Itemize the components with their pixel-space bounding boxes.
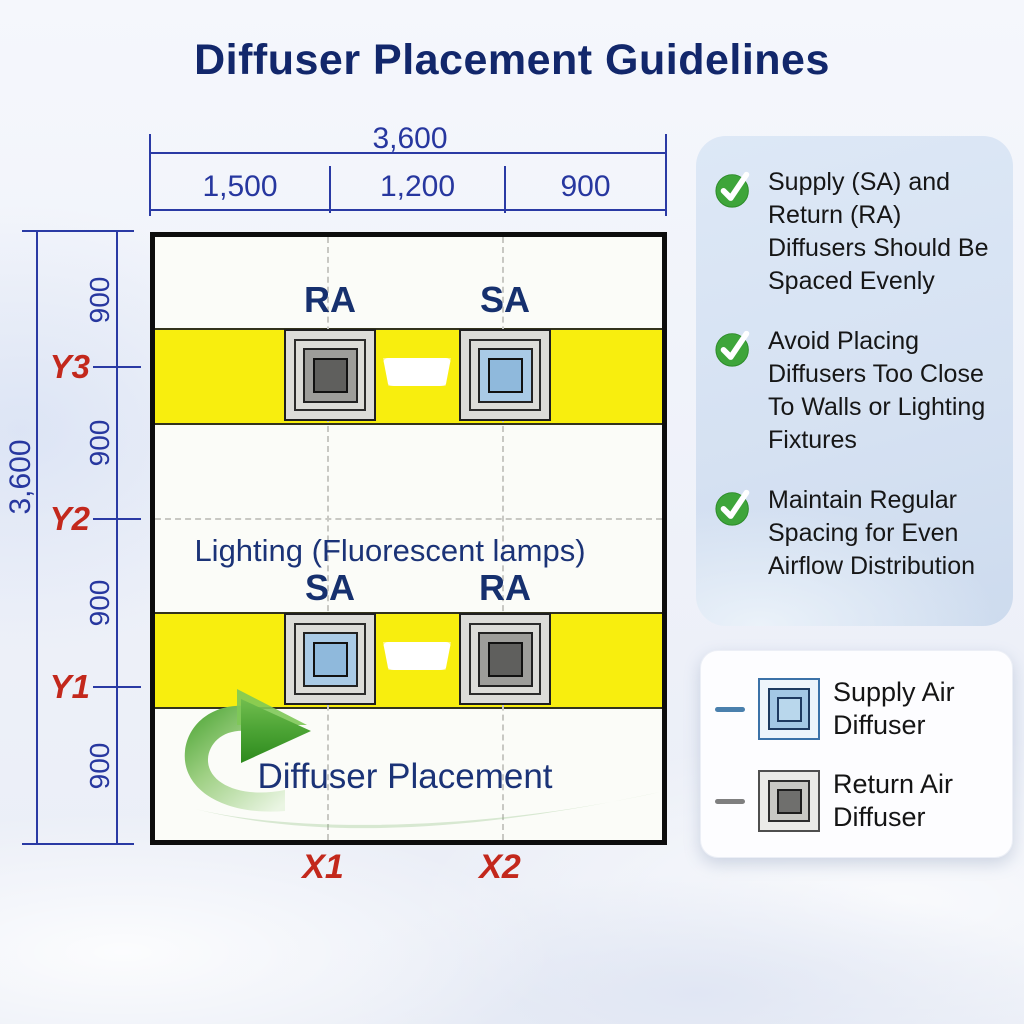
diffuser-center [312, 641, 348, 677]
diffuser-core [302, 347, 358, 403]
diffuser-core [477, 631, 533, 687]
fluorescent-lamp-icon [383, 358, 451, 386]
dimension-tick [665, 134, 667, 216]
check-icon [715, 489, 750, 526]
dimension-tick [22, 843, 134, 845]
diffuser-label: RA [479, 567, 531, 608]
left-dimension-segment-label: 900 [84, 579, 115, 627]
checklist-item: Avoid Placing Diffusers Too Close To Wal… [714, 325, 999, 457]
top-dimension-total-label: 3,600 [372, 122, 448, 155]
checklist-item: Maintain Regular Spacing for Even Airflo… [714, 484, 999, 583]
col-label-x1: X1 [302, 848, 344, 886]
dimension-tick [93, 366, 141, 368]
diffuser-center [776, 696, 802, 722]
grid-dash-vertical-x2 [502, 237, 504, 840]
checklist-item: Supply (SA) and Return (RA) Diffusers Sh… [714, 166, 999, 298]
grid-dash-vertical-x1 [327, 237, 329, 840]
checklist-panel: Supply (SA) and Return (RA) Diffusers Sh… [696, 136, 1013, 626]
row-label-y1: Y1 [49, 668, 90, 705]
floor-plan: RA SA SA RA Lighting (Fluorescent lamps)… [150, 232, 667, 845]
top-dimension-segment-label: 1,500 [202, 170, 278, 203]
diffuser-center [487, 641, 523, 677]
legend-dash-supply [715, 706, 745, 712]
curved-arrow-icon [184, 689, 660, 829]
legend-item-return: Return Air Diffuser [715, 765, 1000, 837]
left-dimension-segment-label: 900 [84, 742, 115, 790]
checklist-item-text: Maintain Regular Spacing for Even Airflo… [768, 486, 976, 580]
dimension-tick [22, 230, 134, 232]
legend-card: Supply Air Diffuser Return Air Diffuser [700, 650, 1013, 858]
diffuser-frame [294, 339, 366, 411]
dimension-line [150, 152, 667, 154]
checklist-item-text: Avoid Placing Diffusers Too Close To Wal… [768, 327, 986, 454]
legend-item-supply: Supply Air Diffuser [715, 673, 1000, 745]
diffuser-label: SA [304, 567, 355, 608]
dimension-line [150, 209, 667, 211]
dimension-tick [93, 518, 141, 520]
dimension-line [116, 231, 118, 845]
top-dimension-segment-label: 900 [560, 170, 611, 203]
return-air-diffuser-icon [758, 770, 820, 832]
page-title: Diffuser Placement Guidelines [194, 36, 830, 84]
supply-air-diffuser [284, 613, 376, 705]
dimension-tick [504, 166, 506, 213]
dimension-tick [329, 166, 331, 213]
top-dimension-segment-label: 1,200 [379, 170, 456, 203]
diffuser-label: SA [479, 279, 530, 320]
placement-caption: Diffuser Placement [257, 757, 553, 796]
check-icon [715, 171, 750, 208]
return-air-diffuser [284, 329, 376, 421]
diffuser-core [477, 347, 533, 403]
diffuser-center [487, 357, 523, 393]
diffuser-frame [294, 623, 366, 695]
grid-dash-horizontal-y2 [155, 518, 662, 520]
fluorescent-lamp-icon [383, 642, 451, 670]
return-air-diffuser [459, 613, 551, 705]
diffuser-center [312, 357, 348, 393]
dimension-line [36, 231, 38, 845]
supply-air-diffuser-icon [758, 678, 820, 740]
dimension-tick [149, 134, 151, 216]
row-label-y2: Y2 [49, 500, 90, 537]
diffuser-core [768, 780, 810, 822]
diffuser-core [302, 631, 358, 687]
left-dimension-segment-label: 900 [84, 276, 115, 324]
diffuser-core [768, 688, 810, 730]
diffuser-label: RA [304, 279, 356, 320]
dimension-tick [93, 686, 141, 688]
check-icon [715, 330, 750, 367]
col-label-x2: X2 [479, 848, 521, 886]
checklist-item-text: Supply (SA) and Return (RA) Diffusers Sh… [768, 168, 989, 295]
diffuser-frame [469, 623, 541, 695]
diffuser-frame [469, 339, 541, 411]
legend-item-label: Return Air Diffuser [833, 769, 954, 832]
supply-air-diffuser [459, 329, 551, 421]
lighting-caption: Lighting (Fluorescent lamps) [194, 533, 586, 568]
row-label-y3: Y3 [49, 348, 90, 385]
diffuser-center [776, 788, 802, 814]
legend-item-label: Supply Air Diffuser [833, 677, 955, 740]
left-dimension-segment-label: 900 [84, 419, 115, 467]
legend-dash-return [715, 798, 745, 804]
